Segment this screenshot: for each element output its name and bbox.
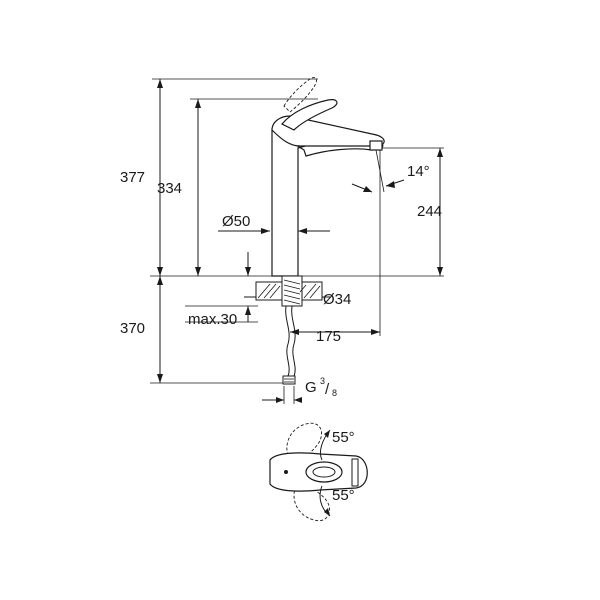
faucet-top-view	[269, 422, 368, 522]
center-mark	[284, 470, 288, 474]
label-hole-diameter: Ø34	[323, 291, 351, 308]
lever-raised-outline	[283, 77, 317, 113]
spout-tip-top	[351, 458, 359, 487]
svg-text:/: /	[325, 381, 330, 398]
label-connection-prefix: G	[305, 379, 317, 396]
deck-section	[255, 275, 323, 307]
label-total-height: 377	[120, 169, 145, 186]
label-lever-angle-up: 55°	[332, 429, 355, 446]
aerator	[369, 140, 383, 151]
label-connection-denominator: 8	[332, 388, 337, 398]
label-spout-reach: 175	[316, 328, 341, 345]
label-connection: G 3 / 8	[305, 376, 337, 398]
deck-hatching	[257, 283, 321, 299]
faucet-side-view	[271, 77, 385, 277]
label-outlet-height: 244	[417, 203, 442, 220]
label-connection-numerator: 3	[320, 376, 325, 386]
lever-handle-inset	[312, 466, 336, 478]
hose-connector	[282, 375, 296, 385]
label-body-diameter: Ø50	[222, 213, 250, 230]
flexible-hose	[282, 305, 296, 385]
faucet-body	[271, 128, 384, 277]
dimension-labels: 377 334 244 14° Ø50 Ø34 max.30 175 370 G…	[120, 163, 442, 504]
label-lever-angle-down: 55°	[332, 487, 355, 504]
label-deck-thickness: max.30	[188, 311, 237, 328]
threaded-shank	[283, 279, 301, 305]
label-spout-height: 334	[157, 180, 182, 197]
label-spout-angle: 14°	[407, 163, 430, 180]
lever	[281, 99, 338, 131]
label-hose-length: 370	[120, 320, 145, 337]
